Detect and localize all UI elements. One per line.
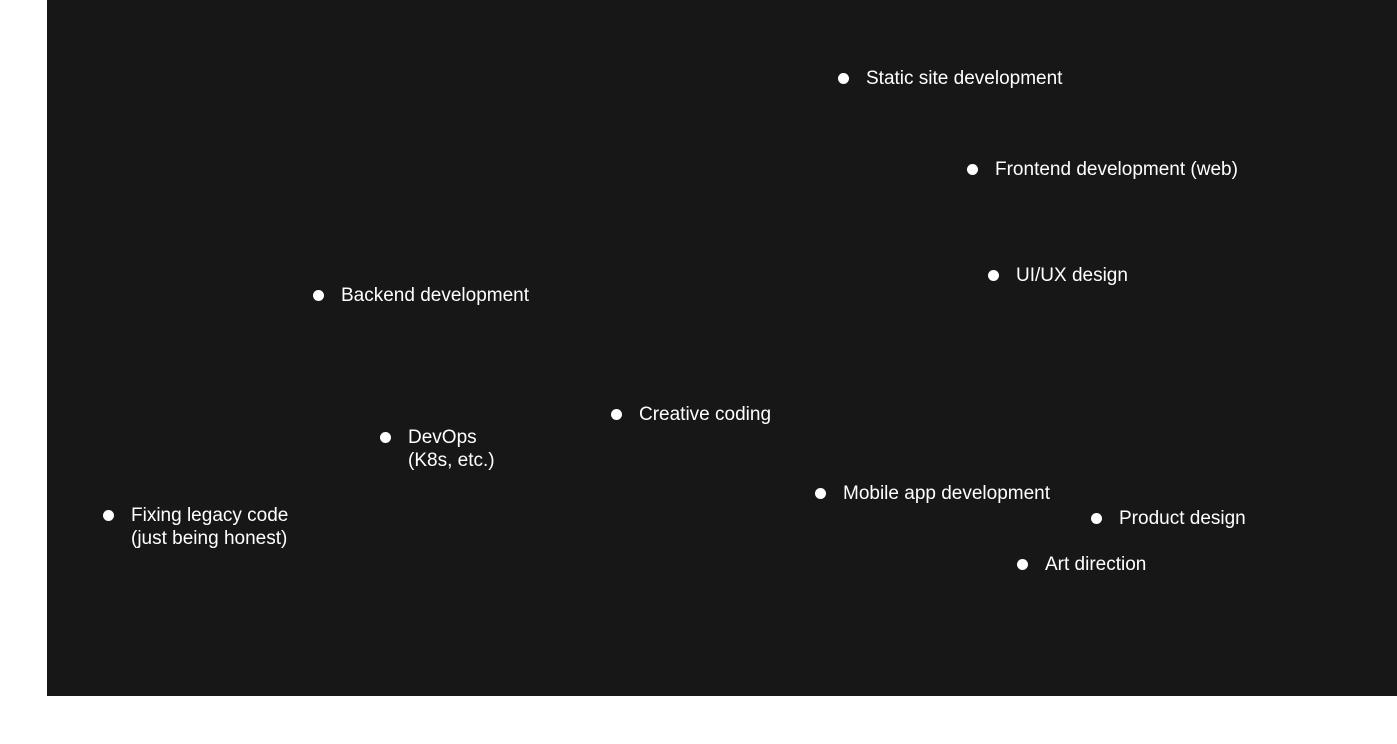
skill-product-design: Product design xyxy=(1091,507,1246,530)
skill-label-subline: (K8s, etc.) xyxy=(408,450,495,471)
skill-backend-development: Backend development xyxy=(313,284,529,307)
skills-canvas: Static site development Frontend develop… xyxy=(47,0,1397,696)
skill-fixing-legacy-code: Fixing legacy code (just being honest) xyxy=(103,504,288,550)
skill-frontend-development: Frontend development (web) xyxy=(967,158,1238,181)
bullet-dot-icon xyxy=(1091,513,1102,524)
bullet-dot-icon xyxy=(838,73,849,84)
skill-label: Product design xyxy=(1119,508,1246,529)
skill-label: UI/UX design xyxy=(1016,265,1128,286)
skill-creative-coding: Creative coding xyxy=(611,403,771,426)
skill-static-site-development: Static site development xyxy=(838,67,1062,90)
bullet-dot-icon xyxy=(988,270,999,281)
bullet-dot-icon xyxy=(967,164,978,175)
skill-label: Fixing legacy code xyxy=(131,505,289,526)
skill-label: Backend development xyxy=(341,285,530,306)
bullet-dot-icon xyxy=(380,432,391,443)
skill-label: Frontend development (web) xyxy=(995,159,1238,180)
skill-art-direction: Art direction xyxy=(1017,553,1146,576)
bullet-dot-icon xyxy=(103,510,114,521)
skill-label: Art direction xyxy=(1045,554,1147,575)
skill-label: Static site development xyxy=(866,68,1063,89)
skill-mobile-app-development: Mobile app development xyxy=(815,482,1050,505)
skill-ui-ux-design: UI/UX design xyxy=(988,264,1128,287)
skill-label-subline: (just being honest) xyxy=(131,528,288,549)
skill-label: Mobile app development xyxy=(843,483,1051,504)
bullet-dot-icon xyxy=(815,488,826,499)
skill-devops: DevOps (K8s, etc.) xyxy=(380,426,495,472)
skill-label: DevOps xyxy=(408,427,477,448)
bullet-dot-icon xyxy=(611,409,622,420)
skill-label: Creative coding xyxy=(639,404,772,425)
bullet-dot-icon xyxy=(1017,559,1028,570)
bullet-dot-icon xyxy=(313,290,324,301)
